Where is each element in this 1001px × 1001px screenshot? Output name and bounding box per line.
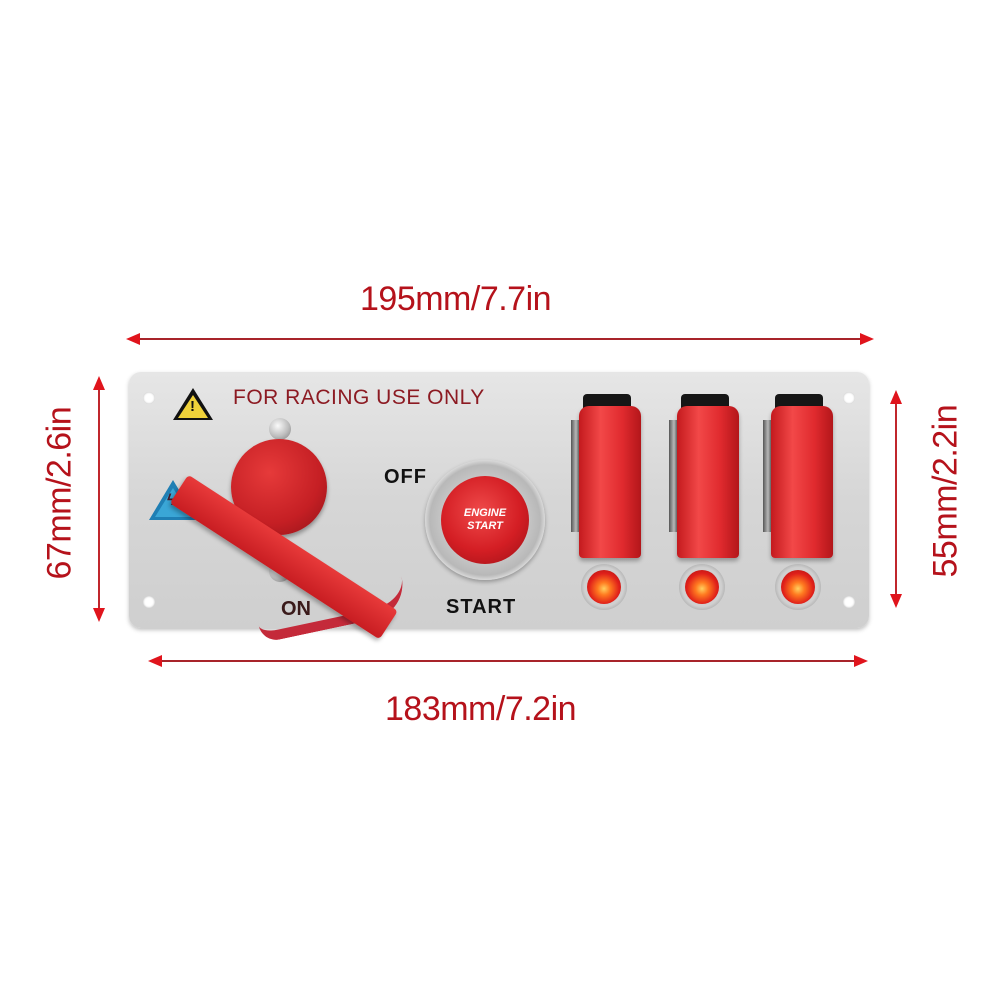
toggle-switch-2[interactable] (669, 394, 739, 574)
start-button-line2: START (467, 520, 503, 532)
caution-triangle-icon: ! (173, 388, 213, 420)
start-button-bezel: ENGINE START (425, 460, 545, 580)
arrow-right-icon (854, 655, 868, 667)
left-height-label: 67mm/2.6in (40, 406, 79, 580)
start-label: START (446, 596, 517, 618)
toggle-switch-1[interactable] (571, 394, 641, 574)
arrow-up-icon (890, 390, 902, 404)
indicator-led-1 (581, 564, 627, 610)
right-height-label: 55mm/2.2in (926, 404, 965, 578)
indicator-led-3 (775, 564, 821, 610)
bottom-width-label: 183mm/7.2in (385, 690, 577, 728)
start-button-line1: ENGINE (463, 507, 507, 519)
arrow-down-icon (890, 594, 902, 608)
screw-icon (269, 418, 291, 440)
arrow-left-icon (148, 655, 162, 667)
safety-cover[interactable] (579, 406, 641, 558)
safety-cover[interactable] (771, 406, 833, 558)
arrow-down-icon (93, 608, 105, 622)
bottom-dimension-line (160, 660, 856, 662)
mount-hole (143, 392, 155, 404)
on-label: ON (281, 598, 311, 620)
indicator-led-2 (679, 564, 725, 610)
left-dimension-line (98, 388, 100, 610)
safety-cover[interactable] (677, 406, 739, 558)
arrow-up-icon (93, 376, 105, 390)
arrow-right-icon (860, 333, 874, 345)
top-width-label: 195mm/7.7in (360, 280, 552, 318)
toggle-switch-3[interactable] (763, 394, 833, 574)
arrow-left-icon (126, 333, 140, 345)
mount-hole (843, 392, 855, 404)
mount-hole (143, 596, 155, 608)
off-label: OFF (384, 466, 427, 488)
switch-panel: ! FOR RACING USE ONLY ϟ ON OFF ENGINE ST… (129, 372, 869, 644)
right-dimension-line (895, 400, 897, 596)
top-dimension-line (136, 338, 862, 340)
mount-hole (843, 596, 855, 608)
warning-text: FOR RACING USE ONLY (233, 386, 485, 409)
engine-start-button[interactable]: ENGINE START (441, 476, 529, 564)
